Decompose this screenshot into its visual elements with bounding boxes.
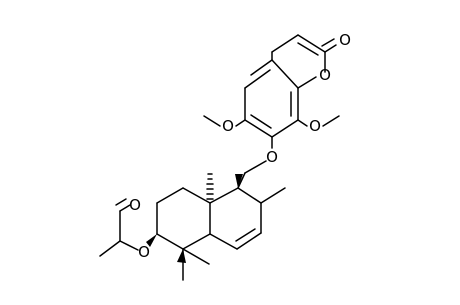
bond	[119, 240, 139, 251]
bond	[244, 69, 271, 89]
atom-label-o-methoxy-8: O	[309, 117, 321, 135]
bond	[119, 204, 131, 212]
atom-label-o-carbonyl: O	[339, 31, 351, 49]
bond	[324, 44, 337, 53]
bond	[237, 172, 246, 189]
atom-labels: O O O O O O O	[129, 31, 351, 261]
bond	[156, 187, 184, 204]
bond	[250, 114, 272, 129]
bond	[235, 119, 246, 127]
bond	[322, 115, 340, 127]
bond	[271, 59, 299, 89]
bond	[244, 160, 267, 174]
ether-linker	[237, 136, 273, 189]
wedge-bond	[235, 174, 243, 188]
bond	[260, 187, 286, 204]
bond	[271, 119, 299, 138]
bond	[182, 248, 210, 265]
bond	[182, 233, 211, 250]
wedge-bond	[146, 234, 157, 247]
bond	[209, 233, 238, 250]
bond	[297, 119, 308, 127]
bond	[182, 187, 211, 204]
bond	[156, 233, 184, 250]
stereo-wedges	[146, 174, 243, 263]
bond	[99, 240, 121, 257]
methoxy-8-group	[297, 115, 340, 127]
bond	[271, 34, 299, 53]
bond	[250, 59, 273, 76]
atom-label-o-ring: O	[319, 66, 331, 84]
bond	[237, 187, 262, 204]
bond	[209, 187, 239, 204]
bond	[297, 34, 326, 53]
bond	[115, 198, 127, 206]
bond	[203, 115, 221, 127]
atom-label-o-ether-7: O	[266, 148, 278, 166]
atom-label-o-ester: O	[138, 243, 150, 261]
wedge-bond	[177, 249, 186, 263]
methoxy-6-group	[203, 115, 246, 127]
atom-label-o-methoxy-6: O	[222, 117, 234, 135]
bond	[235, 228, 256, 242]
atom-label-o-acetyl-carbonyl: O	[129, 196, 141, 214]
bond	[244, 119, 273, 138]
decalin-core	[99, 173, 286, 281]
bond	[321, 38, 335, 47]
bond	[297, 42, 319, 56]
bond	[236, 232, 262, 250]
coumarin-core	[244, 34, 337, 138]
bond	[297, 76, 317, 89]
